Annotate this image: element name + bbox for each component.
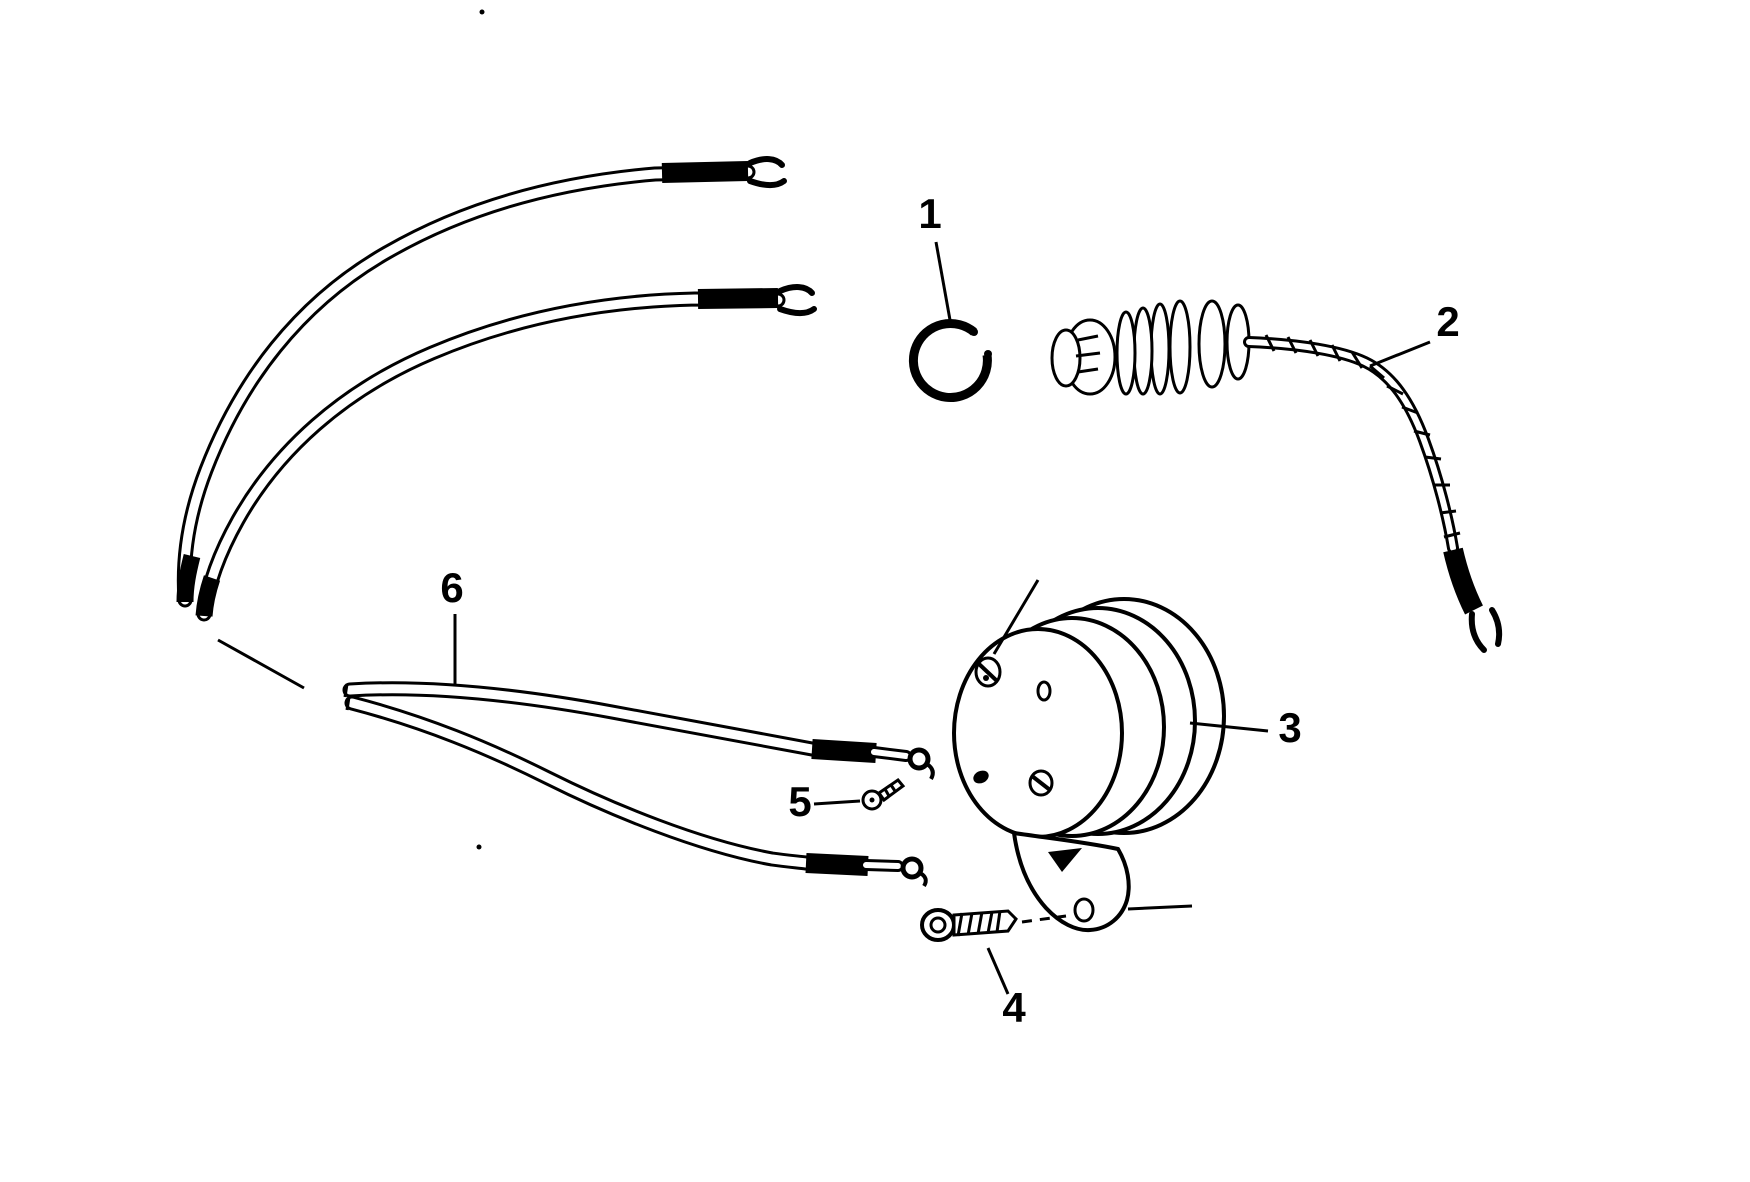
wire-top-a-fork-icon bbox=[747, 156, 785, 168]
mounting-bracket bbox=[1011, 830, 1193, 933]
twisted-lead-outline bbox=[1243, 336, 1459, 554]
callouts: 1 2 3 4 5 6 bbox=[440, 190, 1459, 1031]
bracket-shadow-wedge bbox=[1048, 848, 1082, 872]
screw-socket bbox=[929, 916, 947, 934]
retaining-ring-icon bbox=[908, 319, 992, 402]
screw-part-4 bbox=[920, 908, 1018, 942]
wire-top-a-outline bbox=[176, 164, 756, 608]
lead-fork-icon bbox=[1468, 611, 1487, 653]
wire-top-a-tip bbox=[176, 553, 201, 603]
plug-assembly-part-2 bbox=[1050, 299, 1503, 653]
face-terminal bbox=[973, 770, 989, 784]
screw-threads bbox=[956, 910, 1002, 937]
sender-body-part-3 bbox=[952, 579, 1226, 839]
callout-4-leader bbox=[986, 947, 1010, 995]
axis-line-right bbox=[1127, 904, 1193, 911]
wire-pair-leader-line bbox=[217, 638, 305, 690]
harness-wire-upper-sleeve bbox=[811, 739, 877, 763]
callout-5-leader bbox=[813, 799, 861, 806]
harness-lower-ring-terminal-icon bbox=[900, 856, 924, 880]
wire-pair-top-left bbox=[176, 156, 817, 690]
harness-cut-end bbox=[343, 683, 349, 698]
print-speck bbox=[479, 9, 485, 15]
callout-1-label: 1 bbox=[918, 190, 941, 237]
callout-6-label: 6 bbox=[440, 564, 463, 611]
sender-face bbox=[952, 627, 1124, 839]
wire-harness-part-6 bbox=[342, 681, 935, 888]
callout-2-label: 2 bbox=[1436, 298, 1459, 345]
print-speck bbox=[476, 844, 482, 850]
callout-5-label: 5 bbox=[788, 778, 811, 825]
retaining-ring-part-1 bbox=[908, 319, 992, 402]
wire-top-a-sleeve bbox=[661, 161, 749, 183]
screw-shank bbox=[952, 909, 1018, 937]
small-screw-shank bbox=[876, 777, 906, 803]
wire-top-b-outline bbox=[196, 291, 786, 622]
harness-wire-lower-core bbox=[347, 698, 811, 868]
ring-end-lug bbox=[970, 328, 978, 336]
callout-1-leader bbox=[934, 241, 952, 321]
face-screw-leader-line bbox=[992, 579, 1040, 655]
ring-end-lug bbox=[984, 350, 992, 358]
harness-upper-ring-terminal-icon bbox=[907, 747, 931, 771]
screw-axis-dashed-line bbox=[1021, 914, 1067, 924]
harness-wire-lower-sleeve bbox=[805, 853, 869, 876]
harness-wire-upper-core bbox=[345, 684, 817, 754]
wire-top-b-core bbox=[199, 294, 783, 619]
callout-2-leader bbox=[1369, 340, 1431, 368]
plug-tip bbox=[1050, 328, 1082, 388]
wire-top-b-tip bbox=[195, 575, 221, 617]
face-hole bbox=[1036, 680, 1052, 702]
bracket-outline bbox=[1011, 830, 1131, 933]
screw-part-5 bbox=[861, 777, 906, 811]
wire-top-b-fork-icon bbox=[777, 284, 815, 296]
lead-sleeve bbox=[1443, 547, 1483, 615]
bracket-hole bbox=[1073, 897, 1095, 923]
callout-3-leader bbox=[1189, 721, 1269, 733]
wire-top-a-core bbox=[179, 167, 753, 605]
wire-top-b-sleeve bbox=[697, 288, 779, 309]
callout-3-label: 3 bbox=[1278, 704, 1301, 751]
twisted-lead-stripes bbox=[1264, 334, 1461, 539]
